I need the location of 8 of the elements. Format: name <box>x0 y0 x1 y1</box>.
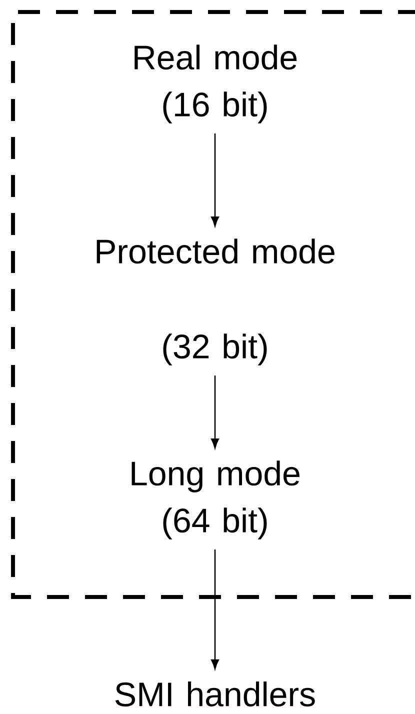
mode-label: SMI handlers <box>115 682 315 706</box>
arrow <box>210 550 220 670</box>
mode-label: Real mode (16 bit) <box>134 44 297 124</box>
arrow <box>210 376 220 448</box>
mode-label: Long mode (64 bit) <box>132 460 300 540</box>
arrow <box>210 134 220 226</box>
dashed-frame <box>11 10 415 599</box>
mode-label: Protected mode (32 bit) <box>96 238 334 366</box>
